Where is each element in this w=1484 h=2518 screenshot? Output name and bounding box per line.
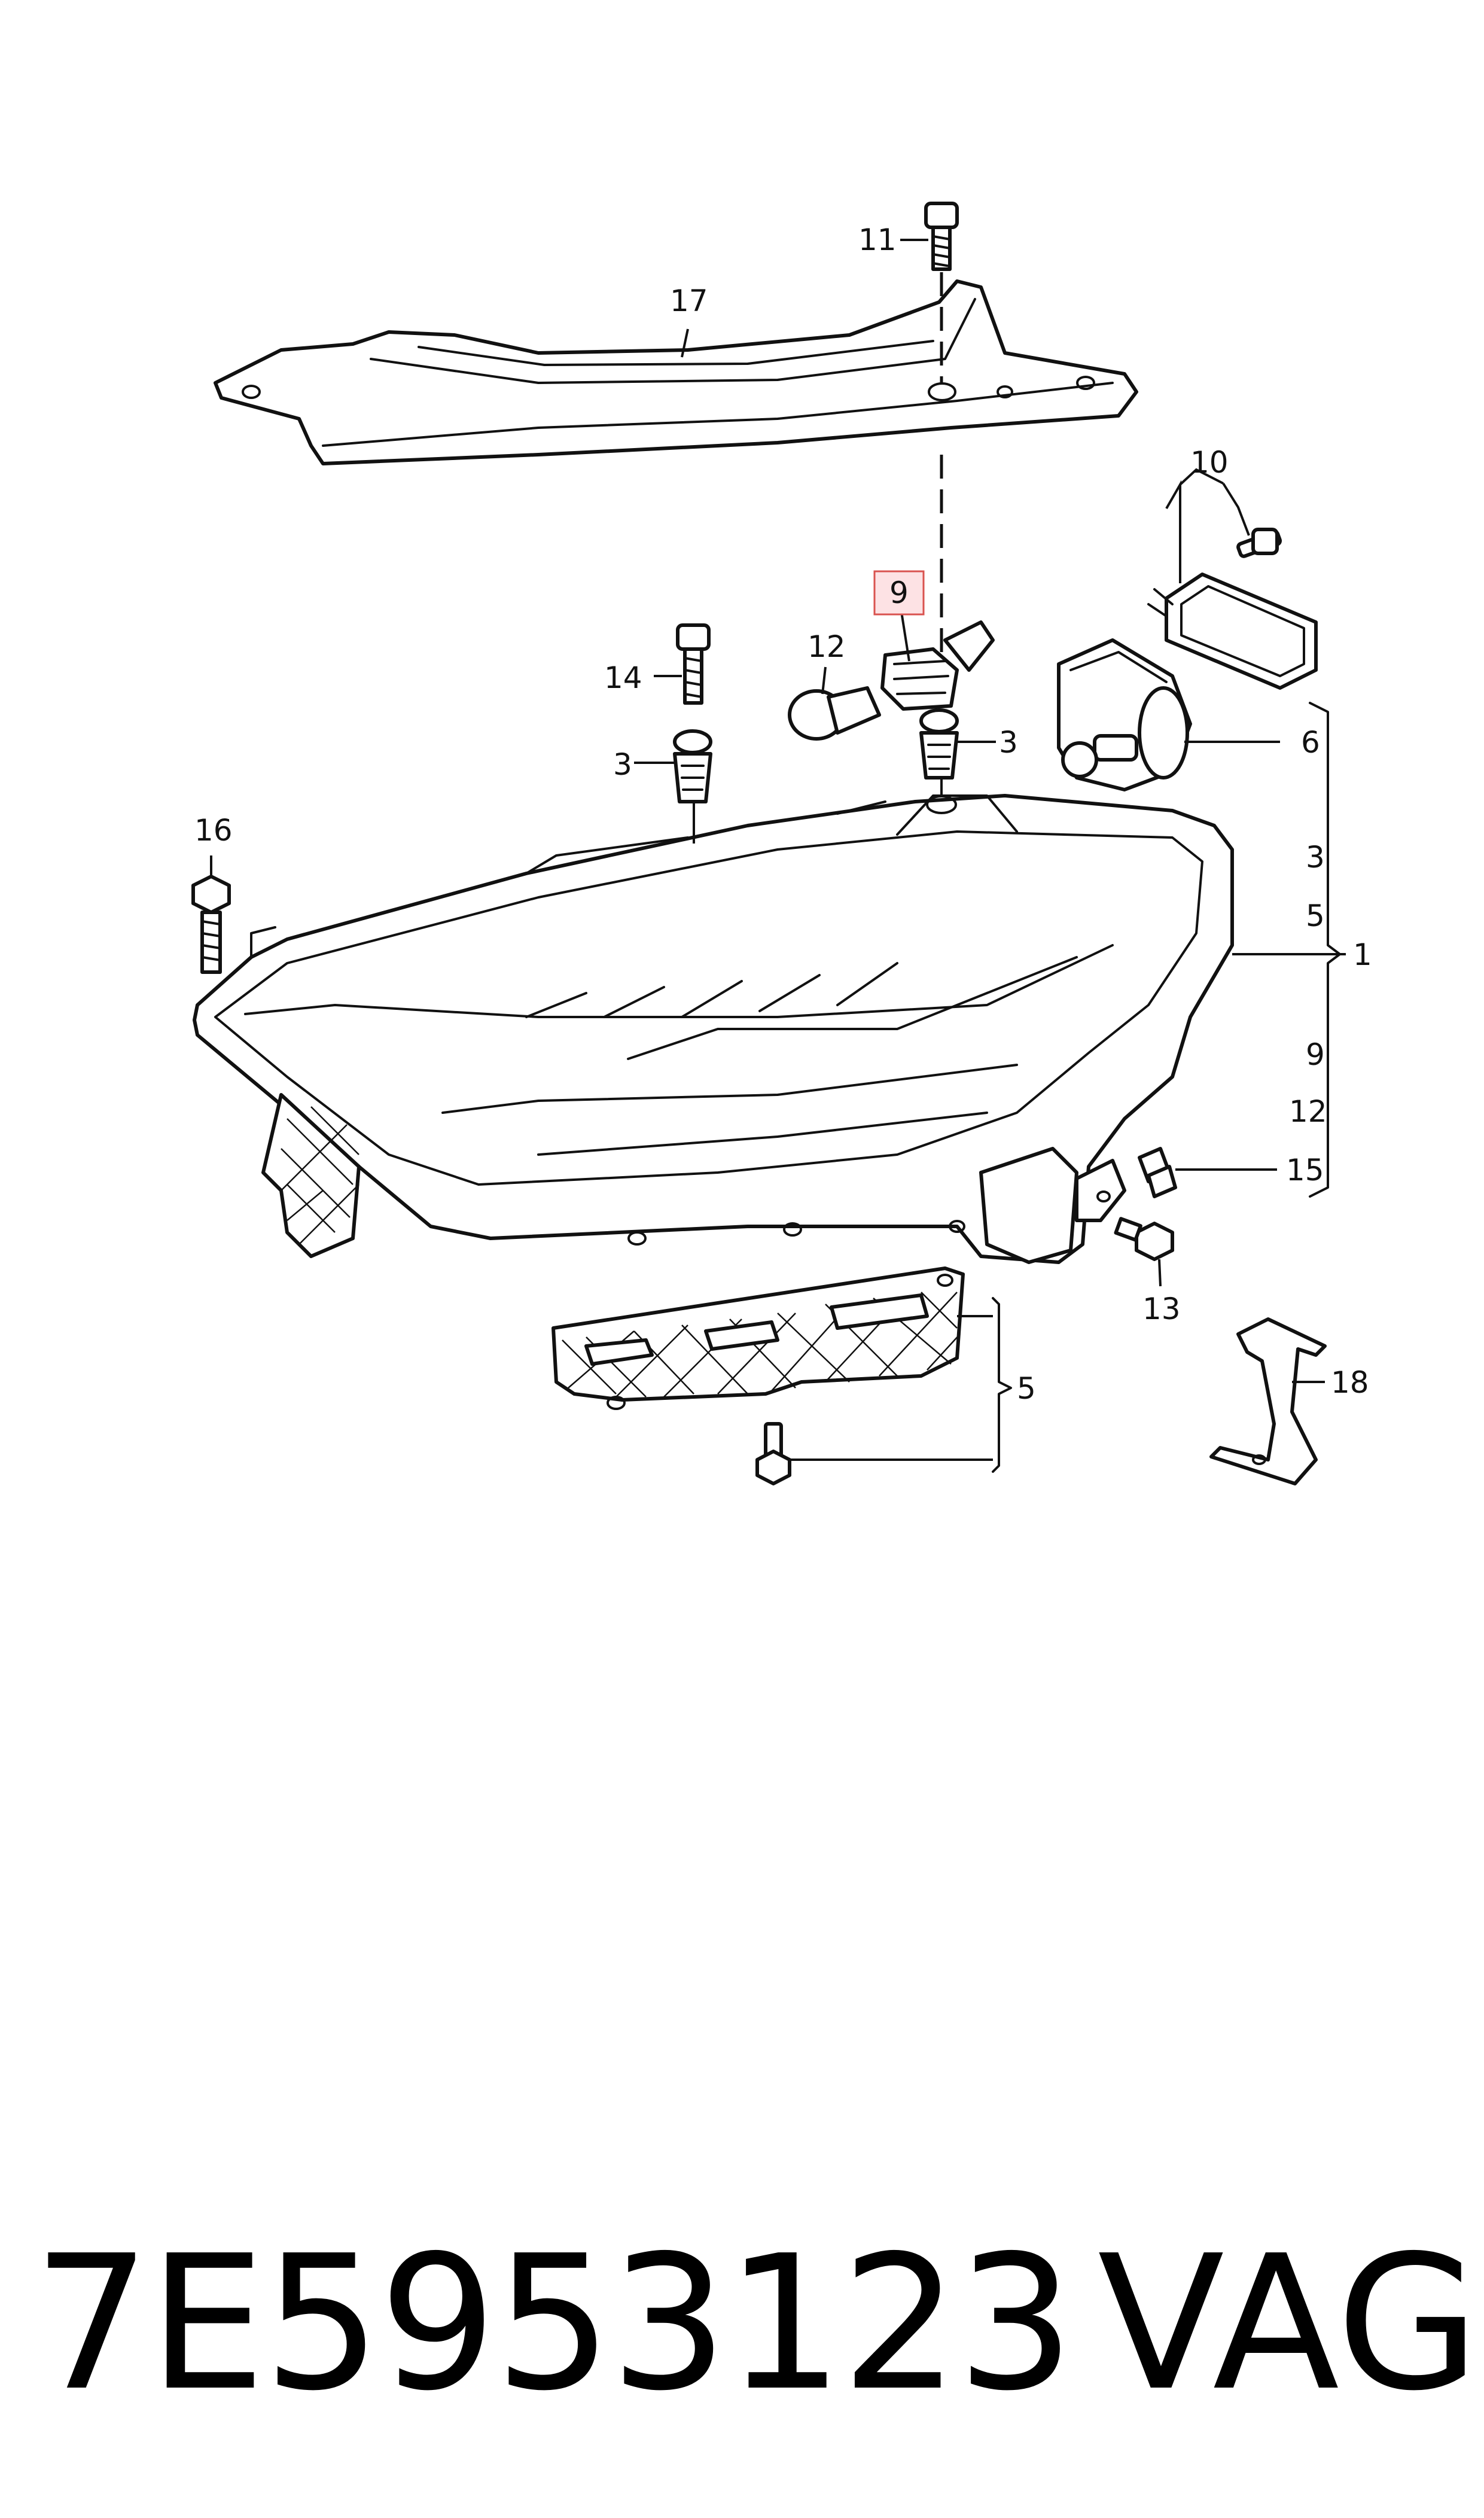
part-13-bolt: [1114, 1217, 1174, 1261]
brace-part-5: [992, 1297, 1012, 1473]
callout-3-right: 3: [999, 725, 1018, 760]
callout-17: 17: [670, 284, 708, 318]
callout-1: 1: [1353, 937, 1372, 972]
callout-9-list: 9: [1306, 1037, 1325, 1072]
callout-9-highlight: [873, 570, 925, 616]
callout-5-lower: 5: [1017, 1371, 1036, 1406]
callout-18: 18: [1331, 1365, 1369, 1400]
callout-9-highlighted: 9: [889, 576, 909, 610]
callout-6: 6: [1301, 725, 1320, 760]
part-11-bolt: [924, 202, 959, 271]
part-3-clip-right: [919, 708, 959, 780]
part-10-control-unit: [1147, 528, 1318, 690]
part-17-upper-bracket: [214, 279, 1138, 465]
exploded-parts-diagram: 11 17 10 9 12 14 3 3 6 16 3 5 1 9 12 15 …: [191, 202, 1372, 1485]
callout-11: 11: [858, 223, 897, 257]
part-12-bulb: [788, 686, 881, 741]
part-14-bolt: [676, 623, 711, 705]
part-18-bracket: [1209, 1317, 1327, 1485]
part-5-lower-module: [551, 1266, 965, 1410]
brand-caption: VAG: [1098, 2216, 1480, 2432]
part-5-screw: [755, 1422, 791, 1485]
callout-12-list: 12: [1289, 1094, 1327, 1129]
brace-part-1: [1309, 702, 1341, 1198]
callout-14: 14: [604, 660, 642, 695]
callout-labels: 11 17 10 9 12 14 3 3 6 16 3 5 1 9 12 15 …: [194, 223, 1372, 1406]
callout-12-bulb: 12: [807, 629, 846, 664]
callout-10: 10: [1190, 445, 1229, 480]
callout-5-list: 5: [1306, 899, 1325, 933]
part-6-adjuster-motor: [1057, 638, 1192, 791]
leader-lines: [210, 239, 1346, 1461]
callout-16: 16: [194, 813, 233, 848]
part-1-headlight-assembly: [193, 794, 1234, 1264]
part-number-caption: 7E5953123: [33, 2216, 1075, 2432]
callout-13: 13: [1142, 1292, 1181, 1326]
callout-3-left: 3: [613, 747, 632, 782]
part-3-clip-left: [673, 729, 712, 803]
part-9-bulb-holder: [880, 620, 995, 711]
callout-15: 15: [1286, 1153, 1324, 1188]
part-16-bolt: [191, 875, 231, 974]
part-15-clip-nut: [1138, 1147, 1177, 1198]
callout-3-list: 3: [1306, 840, 1325, 875]
